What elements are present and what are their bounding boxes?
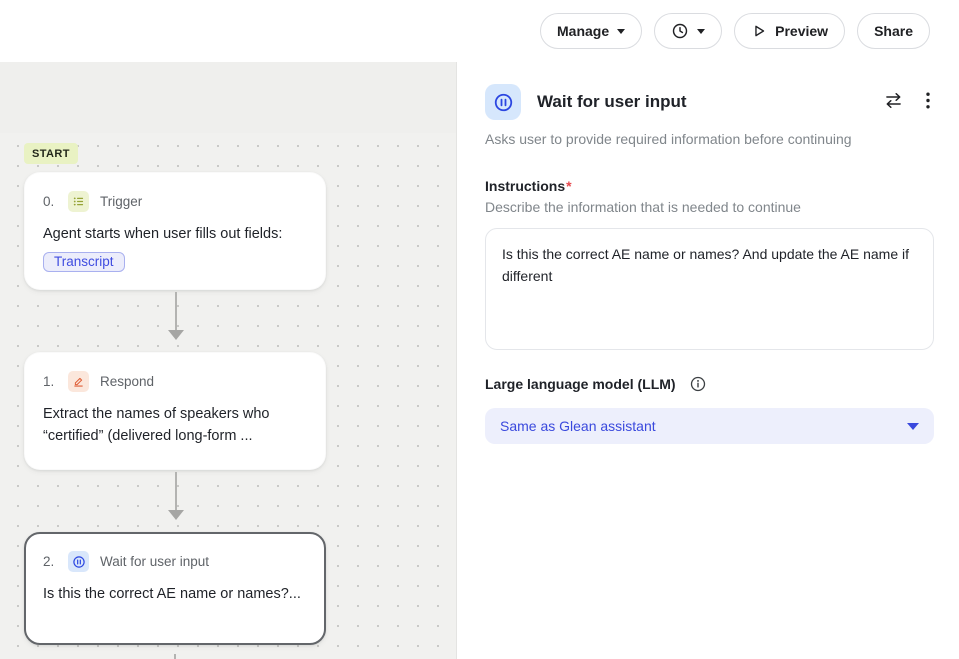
pause-circle-icon [68, 551, 89, 572]
llm-label: Large language model (LLM) [485, 376, 676, 392]
share-button-label: Share [874, 23, 913, 39]
manage-button[interactable]: Manage [540, 13, 643, 49]
chevron-down-icon [907, 422, 919, 430]
info-icon[interactable] [690, 376, 706, 392]
node-type-label: Trigger [100, 194, 143, 209]
kebab-menu-icon [926, 92, 930, 112]
workflow-canvas[interactable]: START 0. Trigger Agent starts when user … [0, 62, 456, 659]
preview-button[interactable]: Preview [734, 13, 846, 49]
main-split: START 0. Trigger Agent starts when user … [0, 62, 959, 659]
swap-step-button[interactable] [879, 88, 908, 116]
list-icon [68, 191, 89, 212]
node-body-text: Is this the correct AE name or names?... [43, 586, 301, 602]
node-header: 0. Trigger [43, 191, 307, 212]
arrow-down-icon [168, 510, 184, 520]
arrow-down-icon [168, 330, 184, 340]
topbar: Manage Preview Share [0, 0, 959, 62]
node-body-text: Agent starts when user fills out fields: [43, 226, 283, 242]
flow-arrow-tail [174, 654, 176, 659]
node-respond[interactable]: 1. Respond Extract the names of speakers… [24, 352, 326, 470]
share-button[interactable]: Share [857, 13, 930, 49]
panel-actions [879, 88, 934, 116]
schedule-button[interactable] [654, 13, 723, 49]
clock-icon [671, 22, 689, 40]
llm-select[interactable]: Same as Glean assistant [485, 408, 934, 444]
pen-icon [68, 371, 89, 392]
chevron-down-icon [697, 29, 706, 34]
panel-header: Wait for user input [485, 84, 934, 120]
page-title: Wait for user input [537, 92, 687, 111]
step-config-panel: Wait for user input Asks user to provide… [456, 62, 959, 659]
start-badge: START [24, 143, 78, 164]
node-header: 1. Respond [43, 371, 307, 392]
instructions-label: Instructions [485, 178, 566, 194]
node-index: 1. [43, 374, 55, 389]
more-options-button[interactable] [922, 88, 934, 116]
instructions-input[interactable]: Is this the correct AE name or names? An… [485, 228, 934, 350]
chevron-down-icon [617, 29, 626, 34]
node-index: 2. [43, 554, 55, 569]
node-type-label: Wait for user input [100, 554, 210, 569]
required-asterisk: * [566, 178, 572, 194]
field-chip-transcript[interactable]: Transcript [43, 252, 125, 272]
play-icon [751, 23, 767, 39]
step-description: Asks user to provide required informatio… [485, 131, 852, 147]
swap-arrows-icon [883, 92, 904, 112]
manage-button-label: Manage [557, 23, 610, 39]
node-type-label: Respond [100, 374, 155, 389]
node-body-text: Extract the names of speakers who “certi… [43, 406, 270, 444]
instructions-helper: Describe the information that is needed … [485, 199, 801, 215]
canvas-top-band [0, 62, 456, 133]
llm-label-row: Large language model (LLM) [485, 376, 934, 392]
llm-selected-value: Same as Glean assistant [500, 418, 656, 434]
node-header: 2. Wait for user input [43, 551, 307, 572]
pause-circle-icon [485, 84, 521, 120]
instructions-label-row: Instructions * [485, 178, 934, 194]
flow-arrow [166, 292, 186, 340]
node-wait-for-user-input-selected[interactable]: 2. Wait for user input Is this the corre… [24, 532, 326, 645]
preview-button-label: Preview [775, 23, 829, 39]
node-trigger[interactable]: 0. Trigger Agent starts when user fills … [24, 172, 326, 290]
flow-arrow [166, 472, 186, 520]
node-index: 0. [43, 194, 55, 209]
